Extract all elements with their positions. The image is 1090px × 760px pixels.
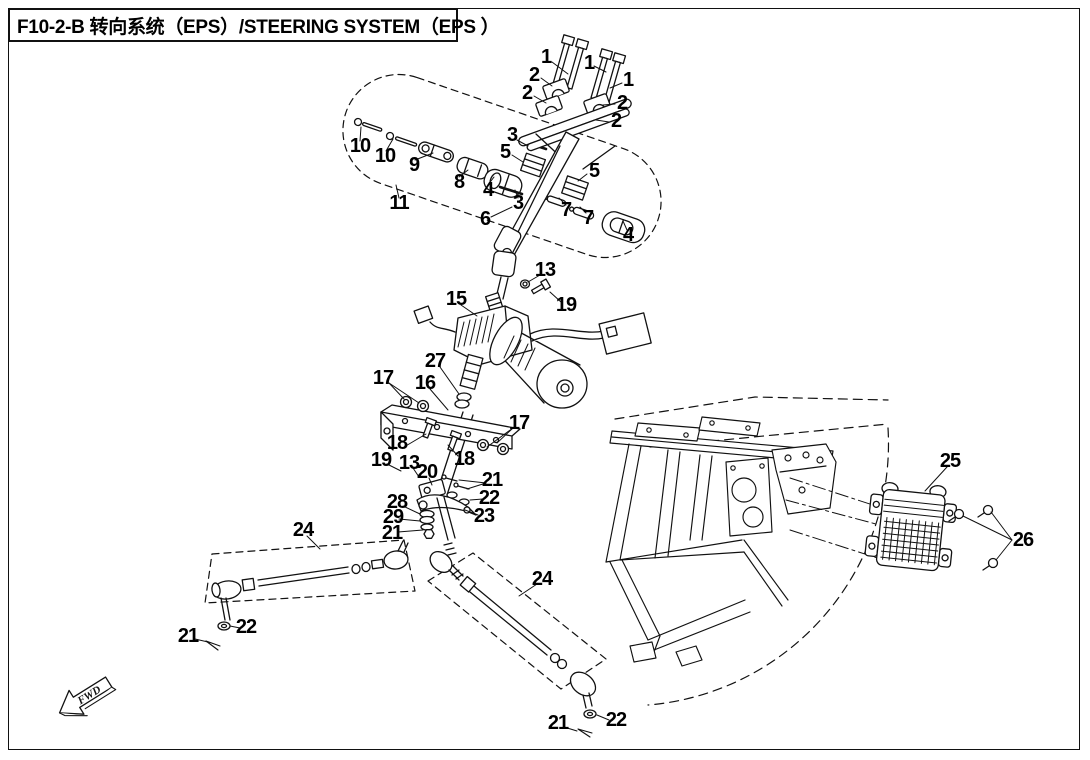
lock-pin <box>569 206 595 220</box>
lock-pin-small <box>498 185 524 196</box>
rod-washer <box>549 652 561 664</box>
steering-lock-group-boundary <box>342 73 662 259</box>
frame-reference <box>605 416 837 667</box>
bracket-bolt <box>399 395 510 456</box>
lock-block <box>519 152 547 178</box>
column-top-plate <box>518 98 632 152</box>
lock-barrel <box>601 211 646 244</box>
lock-block <box>561 175 589 201</box>
leader-lines <box>194 61 1013 732</box>
lock-lever <box>418 141 454 163</box>
tie-rod-end <box>383 550 409 570</box>
fwd-direction-arrow: FWD <box>58 676 117 717</box>
tie-rod-group-boundaries <box>204 539 607 690</box>
cotter-pin <box>577 728 593 738</box>
tie-rod-left <box>205 540 409 651</box>
lock-barrel <box>483 168 523 198</box>
tie-rod-end <box>429 551 453 573</box>
tie-rod-right <box>429 551 597 738</box>
clamp-screws <box>441 474 470 490</box>
page-border <box>8 8 1080 750</box>
page-title: F10-2-B 转向系统（EPS）/STEERING SYSTEM（EPS ） <box>8 8 500 42</box>
steering-arm-assembly <box>416 474 477 556</box>
handlebar-clamp-half <box>535 95 563 117</box>
lock-pin <box>385 131 418 147</box>
eps-connector-large <box>598 312 652 355</box>
ecu-alignment-lines <box>785 477 894 564</box>
eps-wire-left <box>429 321 456 333</box>
clamp-bolt <box>566 38 590 90</box>
mounting-bracket <box>380 395 521 456</box>
frame-group-boundary <box>614 396 890 706</box>
lock-pin <box>353 117 383 132</box>
stem-clamp <box>418 478 446 501</box>
steering-lock-parts <box>353 117 646 244</box>
rod-washer <box>351 563 361 575</box>
stem-nut <box>423 529 435 539</box>
pinch-bolt <box>530 278 552 295</box>
universal-joint <box>491 225 552 300</box>
jam-nut <box>241 577 256 592</box>
eps-wire-right <box>529 328 605 335</box>
steering-column-upper <box>500 34 632 258</box>
jam-nut <box>459 575 477 593</box>
eps-connector-small <box>413 305 434 325</box>
tie-rod-end <box>569 671 597 697</box>
eps-controller <box>864 482 999 572</box>
eps-unit <box>413 292 652 496</box>
clamp-bolt <box>590 48 614 100</box>
ecu-bolt <box>948 504 999 571</box>
